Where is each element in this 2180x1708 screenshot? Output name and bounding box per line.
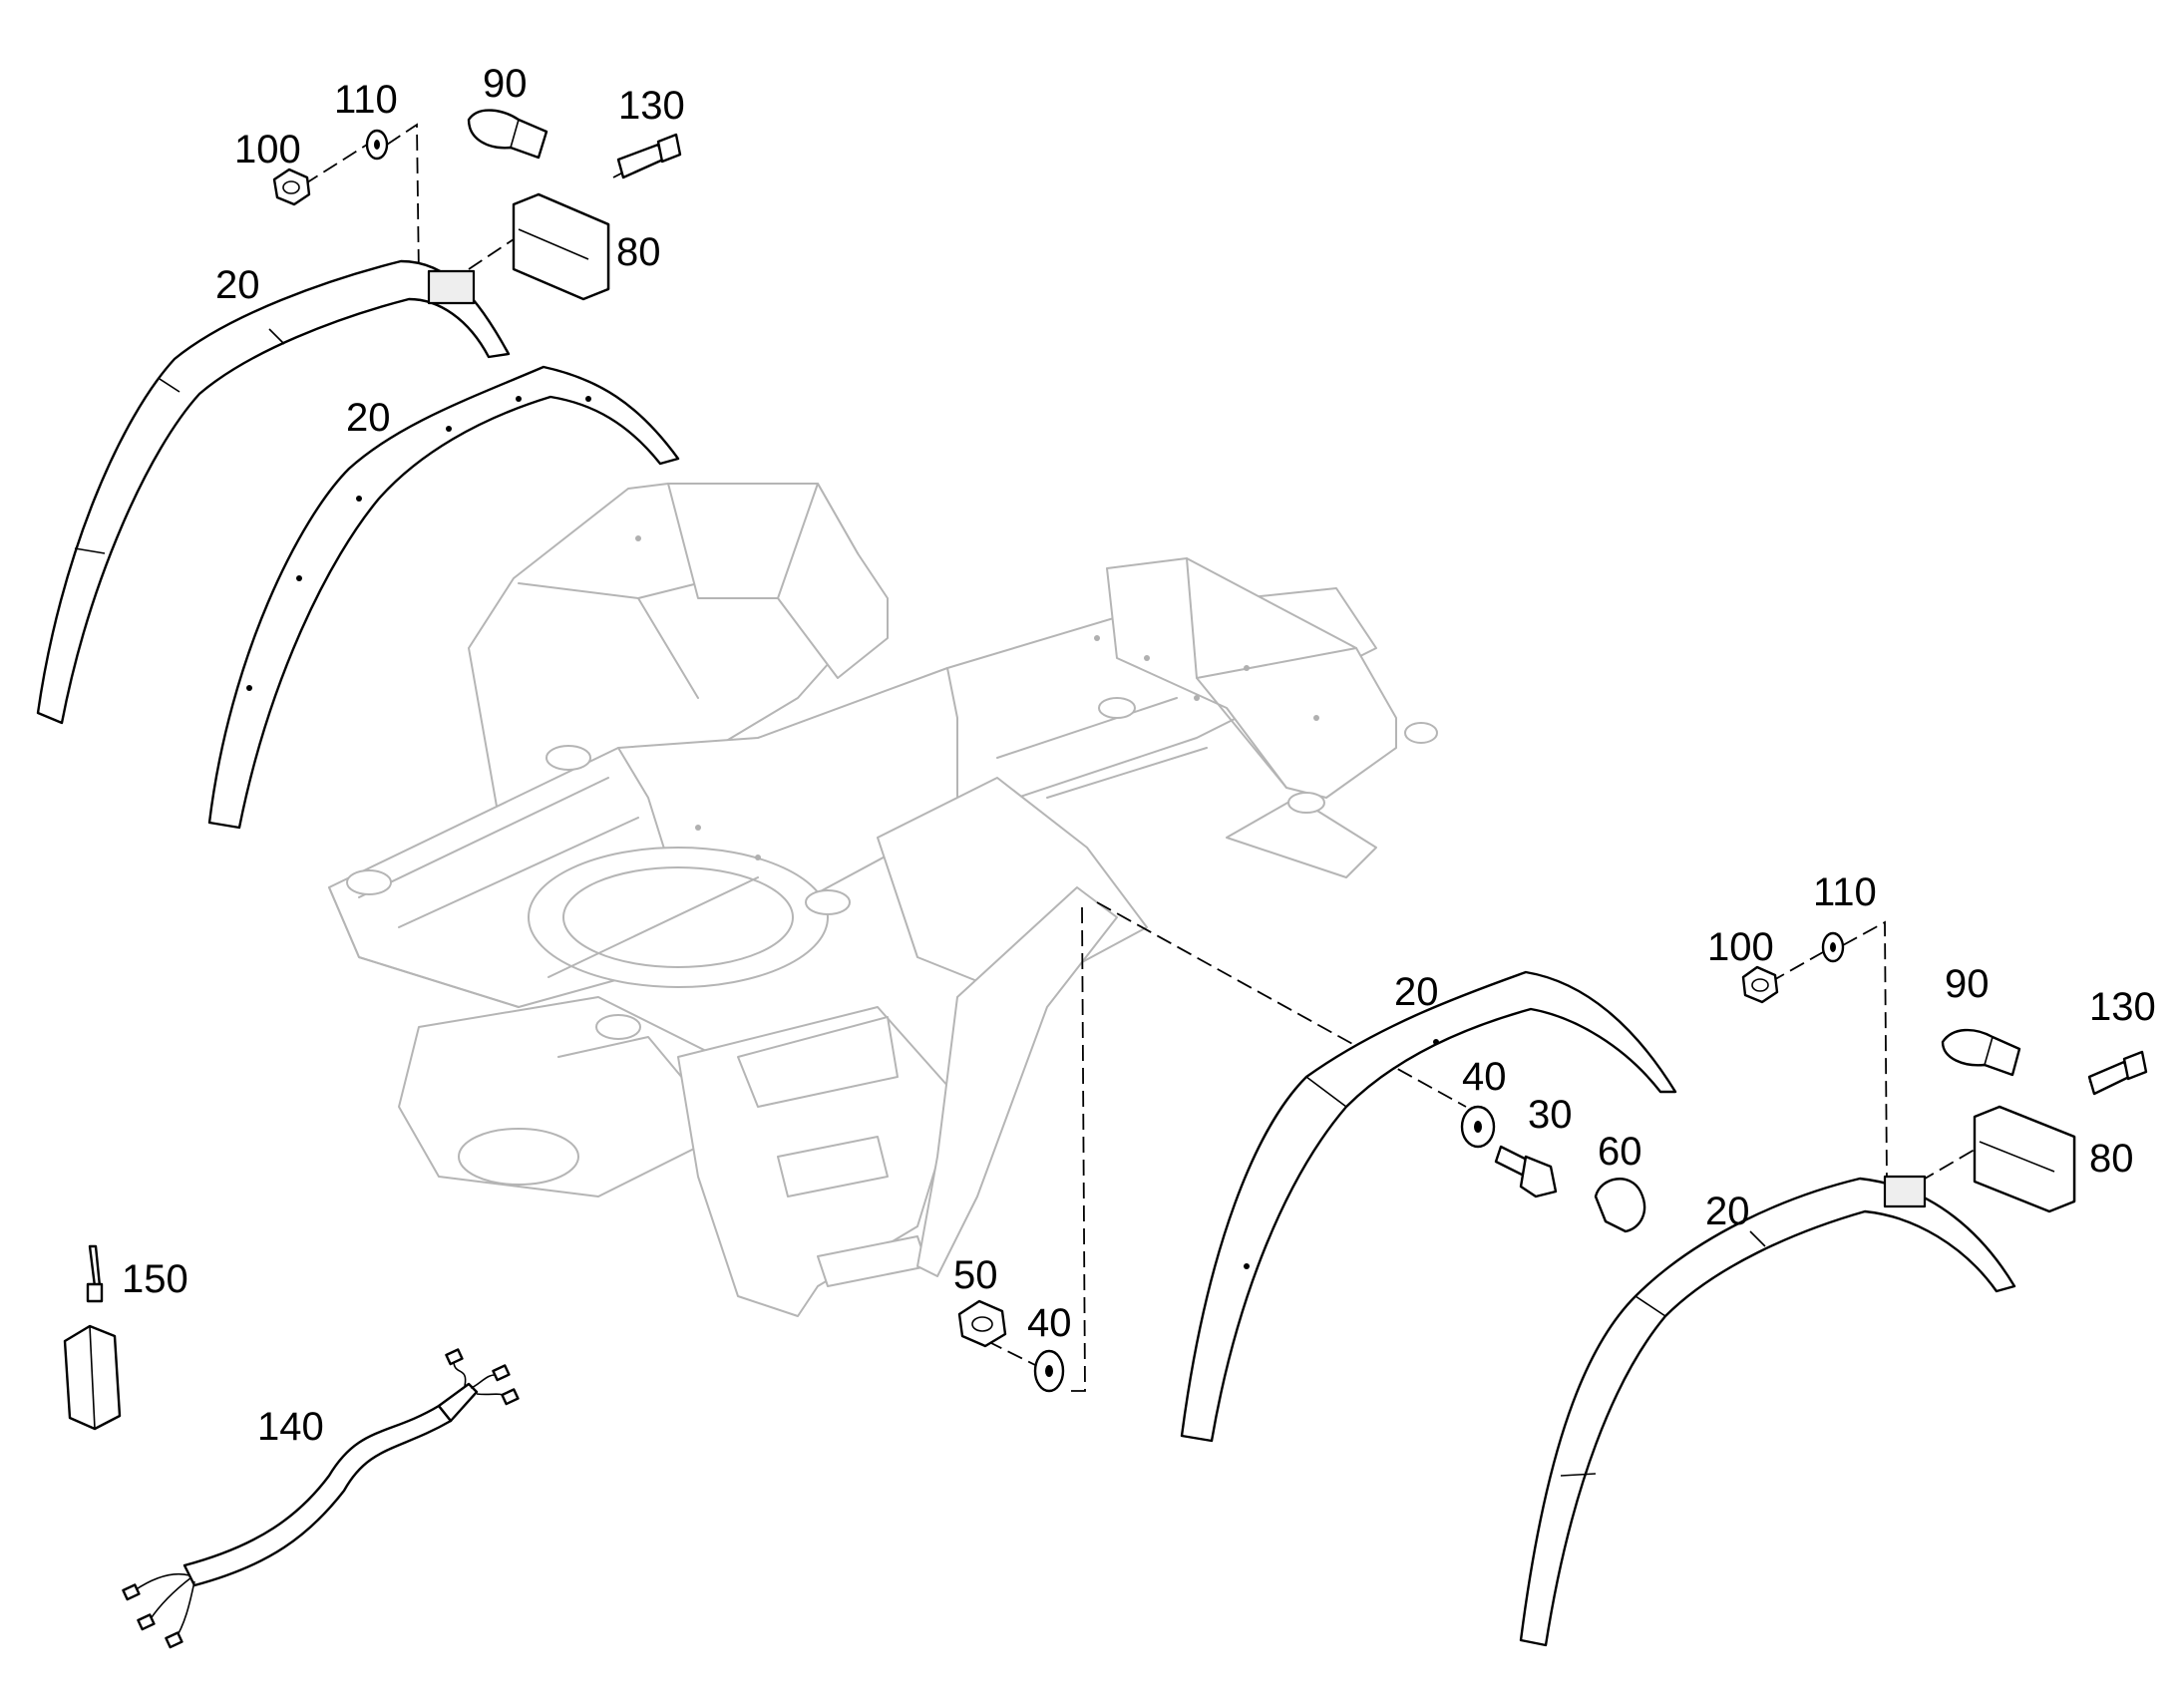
label-bulb-top: 90	[483, 62, 528, 106]
label-cap-mid: 60	[1598, 1130, 1642, 1174]
label-lamp-top: 80	[616, 230, 661, 274]
label-lamp-right: 80	[2089, 1137, 2134, 1181]
fender-bracket	[1883, 1175, 1927, 1208]
bulb-right	[1941, 1028, 2021, 1077]
bolt-mid	[1494, 1145, 1558, 1198]
label-nut-bottom: 50	[953, 1253, 998, 1297]
label-fender-top-outer: 20	[215, 263, 260, 307]
label-bolt-mid: 30	[1528, 1093, 1573, 1137]
washer-mid	[1460, 1105, 1496, 1149]
washer-bottom	[1033, 1349, 1065, 1393]
label-washer-bottom: 40	[1027, 1301, 1072, 1345]
fender-top-inner	[207, 365, 680, 830]
label-harness: 140	[257, 1405, 324, 1449]
fender-bottom	[1519, 1175, 2016, 1647]
screw-top	[616, 133, 682, 179]
label-nut-right: 100	[1707, 925, 1774, 969]
label-washer-top: 110	[334, 78, 398, 122]
label-nut-top: 100	[234, 128, 301, 171]
screw-right	[2087, 1050, 2148, 1096]
label-fender-top-inner: 20	[346, 396, 391, 440]
label-washer-right: 110	[1813, 870, 1877, 914]
fender-mid	[1180, 970, 1677, 1443]
part-labels: 100 110 90 130 80 20 20 110 100 90 130 8…	[122, 62, 2156, 1449]
fender-bracket	[427, 269, 476, 305]
label-bulb-right: 90	[1945, 962, 1990, 1006]
label-connector: 150	[122, 1257, 188, 1301]
label-fender-bottom: 20	[1705, 1190, 1750, 1233]
lamp-right	[1973, 1105, 2076, 1213]
washer-right	[1821, 931, 1845, 963]
nut-right	[1741, 965, 1779, 1004]
washer-top	[365, 129, 389, 161]
fender-top-outer	[36, 259, 511, 725]
connector	[63, 1244, 122, 1431]
wiring-harness	[122, 1348, 520, 1649]
label-screw-top: 130	[618, 84, 685, 128]
label-washer-mid: 40	[1462, 1055, 1507, 1099]
lamp-top	[512, 192, 610, 301]
bulb-top	[467, 109, 548, 160]
chassis-frame	[328, 483, 1438, 1317]
nut-top	[272, 168, 311, 206]
label-fender-mid: 20	[1394, 970, 1439, 1014]
nut-bottom	[957, 1299, 1007, 1348]
cap-mid	[1594, 1178, 1646, 1233]
label-screw-right: 130	[2089, 985, 2156, 1029]
